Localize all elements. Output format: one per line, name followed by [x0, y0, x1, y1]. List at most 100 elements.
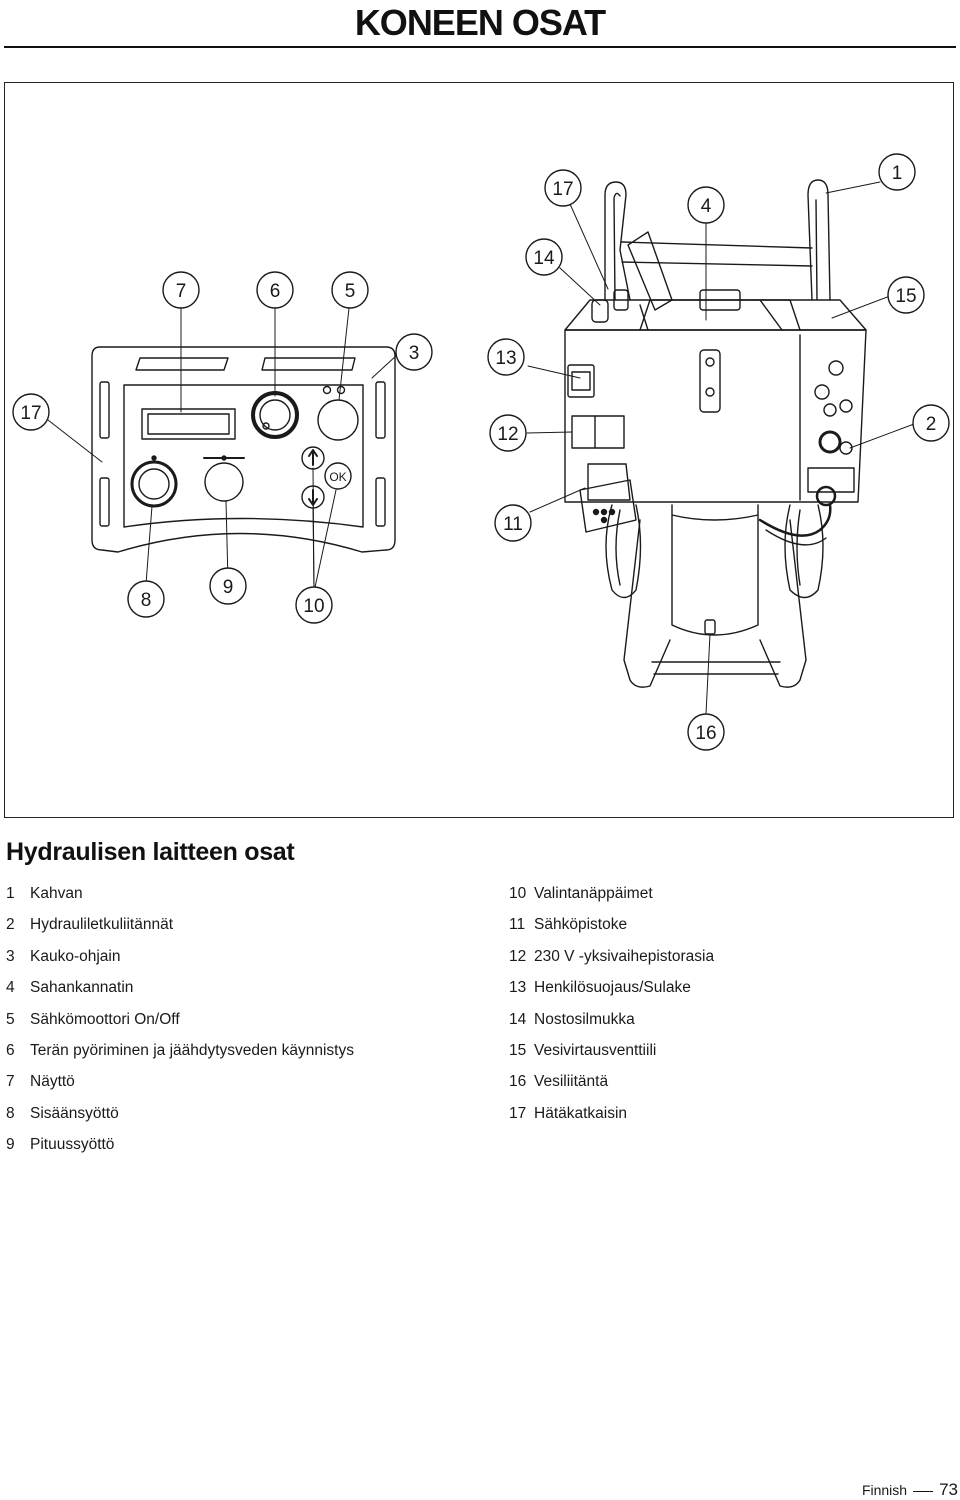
callout-9	[209, 567, 247, 605]
callout-3-label: 3	[409, 343, 420, 364]
part-label: Sähkömoottori On/Off	[30, 1010, 180, 1028]
callout-17-right	[544, 169, 582, 207]
page-title: KONEEN OSAT	[354, 2, 606, 43]
part-number: 2	[6, 916, 15, 934]
part-label: Henkilösuojaus/Sulake	[534, 979, 691, 997]
part-number: 12	[509, 947, 527, 965]
callout-15-label: 15	[895, 286, 916, 307]
page-footer: Finnish 73	[862, 1480, 958, 1500]
list-item: 14 Nostosilmukka	[509, 1008, 714, 1039]
list-item: 2 Hydrauliletkuliitännät	[6, 913, 354, 944]
list-item: 3 Kauko-ohjain	[6, 945, 354, 976]
part-number: 3	[6, 947, 15, 965]
part-number: 13	[509, 979, 527, 997]
list-item: 9 Pituussyöttö	[6, 1133, 354, 1164]
list-item: 16 Vesiliitäntä	[509, 1070, 714, 1101]
part-label: Valintanäppäimet	[534, 885, 653, 902]
list-item: 5 Sähkömoottori On/Off	[6, 1008, 354, 1039]
callout-14	[525, 238, 563, 276]
part-number: 8	[6, 1104, 15, 1122]
remote-control-drawing	[91, 346, 396, 553]
list-item: 13 Henkilösuojaus/Sulake	[509, 976, 714, 1007]
list-item: 12 230 V -yksivaihepistorasia	[509, 945, 714, 976]
callout-16	[687, 713, 725, 751]
part-number: 9	[6, 1136, 15, 1154]
callout-leaders	[47, 181, 915, 715]
callout-12-label: 12	[497, 424, 518, 445]
footer-divider	[913, 1490, 934, 1492]
callout-7	[162, 271, 200, 309]
callout-11-label: 11	[503, 514, 523, 535]
callout-13-label: 13	[495, 348, 516, 369]
callout-1	[878, 153, 916, 191]
part-label: Kahvan	[30, 885, 83, 902]
callout-8	[127, 580, 165, 618]
part-label: Sisäänsyöttö	[30, 1104, 119, 1122]
callouts	[12, 153, 950, 751]
part-number: 10	[509, 885, 527, 902]
part-number: 11	[509, 916, 526, 934]
callout-9-label: 9	[223, 577, 234, 598]
page-number: 73	[939, 1480, 958, 1499]
callout-2-label: 2	[926, 414, 937, 435]
part-label: Sähköpistoke	[534, 916, 628, 934]
callout-14-label: 14	[533, 248, 555, 269]
callout-13	[487, 338, 525, 376]
list-item: 6 Terän pyöriminen ja jäähdytysveden käyn…	[6, 1039, 354, 1070]
callout-8-label: 8	[141, 590, 152, 611]
part-label: Terän pyöriminen ja jäähdytysveden käynn…	[30, 1041, 354, 1059]
callout-10	[295, 586, 333, 624]
callout-17b-label: 17	[552, 179, 573, 200]
callout-6	[256, 271, 294, 309]
part-number: 5	[6, 1010, 15, 1028]
list-item: 7 Näyttö	[6, 1070, 354, 1101]
callout-5	[331, 271, 369, 309]
part-label: Sahankannatin	[30, 979, 134, 997]
list-item: 10 Valintanäppäimet	[509, 882, 714, 913]
part-label: Kauko-ohjain	[30, 947, 121, 965]
callout-2	[912, 404, 950, 442]
callout-10-label: 10	[303, 596, 324, 617]
part-label: Hätäkatkaisin	[534, 1104, 628, 1122]
list-item: 15 Vesivirtausventtiili	[509, 1039, 714, 1070]
title-divider	[4, 46, 956, 48]
part-label: Nostosilmukka	[534, 1010, 635, 1028]
callout-5-label: 5	[345, 281, 356, 302]
callout-labels: 7 6 5 3 17 8 9 10 17 4 1 14 15 13 12 2 1…	[20, 163, 936, 744]
list-item: 8 Sisäänsyöttö	[6, 1102, 354, 1133]
callout-4	[687, 186, 725, 224]
part-number: 6	[6, 1041, 15, 1059]
parts-diagram: OK	[12, 153, 950, 751]
section-heading: Hydraulisen laitteen osat	[6, 838, 295, 866]
part-number: 14	[509, 1010, 527, 1028]
part-label: Vesivirtausventtiili	[534, 1041, 657, 1059]
part-number: 16	[509, 1073, 527, 1091]
hydraulic-unit-drawing	[564, 179, 867, 688]
callout-7-label: 7	[176, 281, 187, 302]
callout-1-label: 1	[892, 163, 903, 184]
part-label: Näyttö	[30, 1073, 75, 1091]
part-label: Hydrauliletkuliitännät	[30, 916, 174, 934]
callout-17a-label: 17	[20, 403, 41, 424]
callout-6-label: 6	[270, 281, 281, 302]
part-label: Pituussyöttö	[30, 1136, 115, 1154]
list-item: 11 Sähköpistoke	[509, 913, 714, 944]
callout-17-left	[12, 393, 50, 431]
parts-list-right: 10 Valintanäppäimet 11 Sähköpistoke 12 230 …	[509, 882, 714, 1133]
parts-figure	[4, 82, 954, 818]
part-label: Vesiliitäntä	[534, 1073, 609, 1091]
callout-3	[395, 333, 433, 371]
part-label: 230 V -yksivaihepistorasia	[534, 947, 715, 965]
callout-4-label: 4	[701, 196, 712, 217]
part-number: 15	[509, 1041, 527, 1059]
callout-16-label: 16	[695, 723, 716, 744]
callout-12	[489, 414, 527, 452]
callout-11	[494, 504, 532, 542]
footer-language: Finnish	[861, 1482, 908, 1498]
callout-15	[887, 276, 925, 314]
part-number: 7	[6, 1073, 15, 1091]
